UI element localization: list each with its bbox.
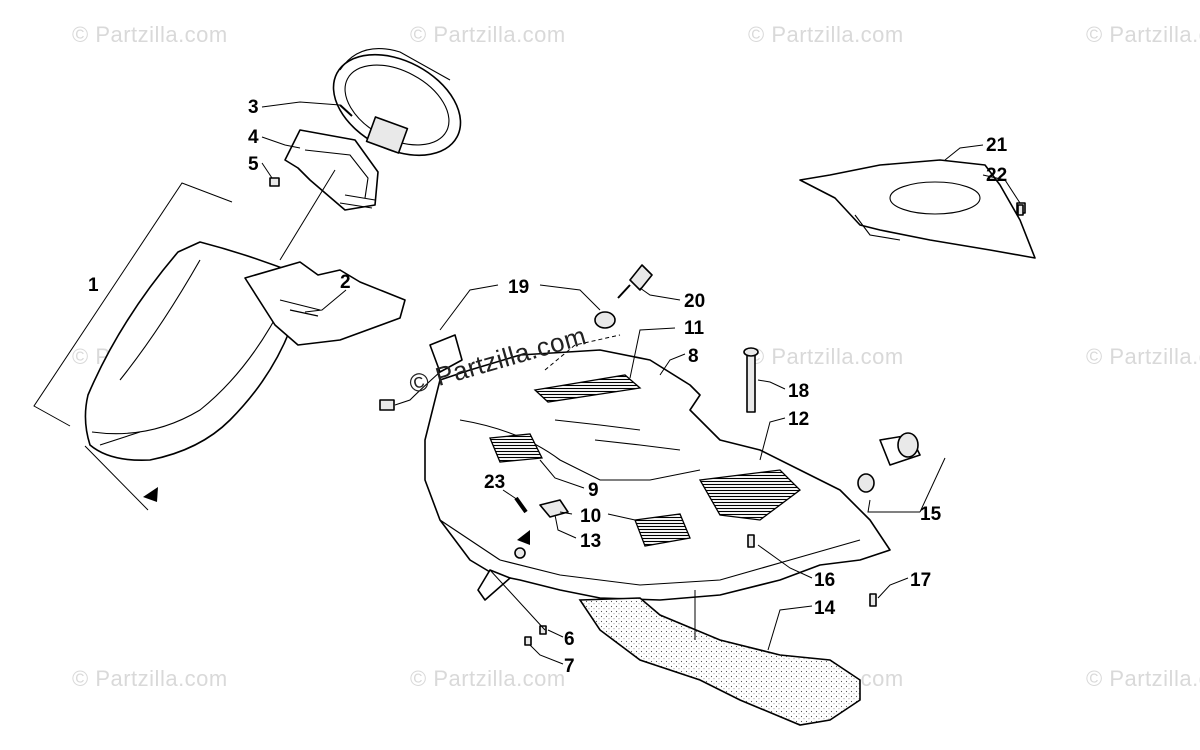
pad-10 xyxy=(634,513,691,547)
watermark: © Partzilla.com xyxy=(748,344,904,369)
watermark: © Partzilla.com xyxy=(1086,666,1200,691)
callout-10: 10 xyxy=(580,506,601,527)
callout-21: 21 xyxy=(986,135,1008,156)
callout-9: 9 xyxy=(588,480,599,501)
pad-9 xyxy=(489,433,544,463)
console-main xyxy=(424,349,891,601)
callout-5: 5 xyxy=(248,154,259,175)
grommet xyxy=(539,499,569,518)
watermark: © Partzilla.com xyxy=(1086,22,1200,47)
gauge-bracket xyxy=(284,129,379,211)
screw xyxy=(524,636,532,646)
dash-panel-upper xyxy=(244,261,406,346)
watermark: © Partzilla.com xyxy=(1086,344,1200,369)
washer xyxy=(514,547,526,559)
watermark: © Partzilla.com xyxy=(410,666,566,691)
callout-20: 20 xyxy=(684,291,705,312)
callout-3: 3 xyxy=(248,97,259,118)
screw xyxy=(747,534,755,548)
screw xyxy=(539,625,547,635)
callout-16: 16 xyxy=(814,570,835,591)
callout-6: 6 xyxy=(564,629,575,650)
watermark: © Partzilla.com xyxy=(748,22,904,47)
callout-18: 18 xyxy=(788,381,809,402)
marker-arrow-icon xyxy=(143,487,158,502)
watermark: © Partzilla.com xyxy=(72,22,228,47)
ignition-key xyxy=(617,264,653,299)
callout-1: 1 xyxy=(88,275,99,296)
gauge-housing xyxy=(332,48,462,157)
power-outlet xyxy=(857,432,921,493)
leader-lines xyxy=(33,101,1021,665)
watermark: © Partzilla.com xyxy=(410,22,566,47)
bolt-long xyxy=(743,347,759,413)
marker-arrow-icon xyxy=(517,530,530,545)
callout-4: 4 xyxy=(248,127,259,148)
callout-19: 19 xyxy=(508,277,529,298)
callout-11: 11 xyxy=(684,318,705,339)
watermark: © Partzilla.com xyxy=(72,666,228,691)
foam-strip xyxy=(578,597,861,726)
callout-labels: 1 2 3 4 5 6 7 8 9 10 11 12 13 14 15 16 1… xyxy=(88,97,1008,677)
callout-22: 22 xyxy=(986,165,1007,186)
callout-14: 14 xyxy=(814,598,836,619)
callout-23: 23 xyxy=(484,472,505,493)
screw xyxy=(1017,204,1024,216)
callout-2: 2 xyxy=(340,272,351,293)
screw xyxy=(869,593,877,607)
pad-12 xyxy=(698,469,801,521)
callout-7: 7 xyxy=(564,656,575,677)
callout-13: 13 xyxy=(580,531,601,552)
callout-15: 15 xyxy=(920,504,942,525)
ignition-switch xyxy=(379,311,616,411)
callout-12: 12 xyxy=(788,409,809,430)
callout-17: 17 xyxy=(910,570,931,591)
pad-11 xyxy=(533,374,642,403)
callout-8: 8 xyxy=(688,346,699,367)
nut xyxy=(269,177,280,187)
